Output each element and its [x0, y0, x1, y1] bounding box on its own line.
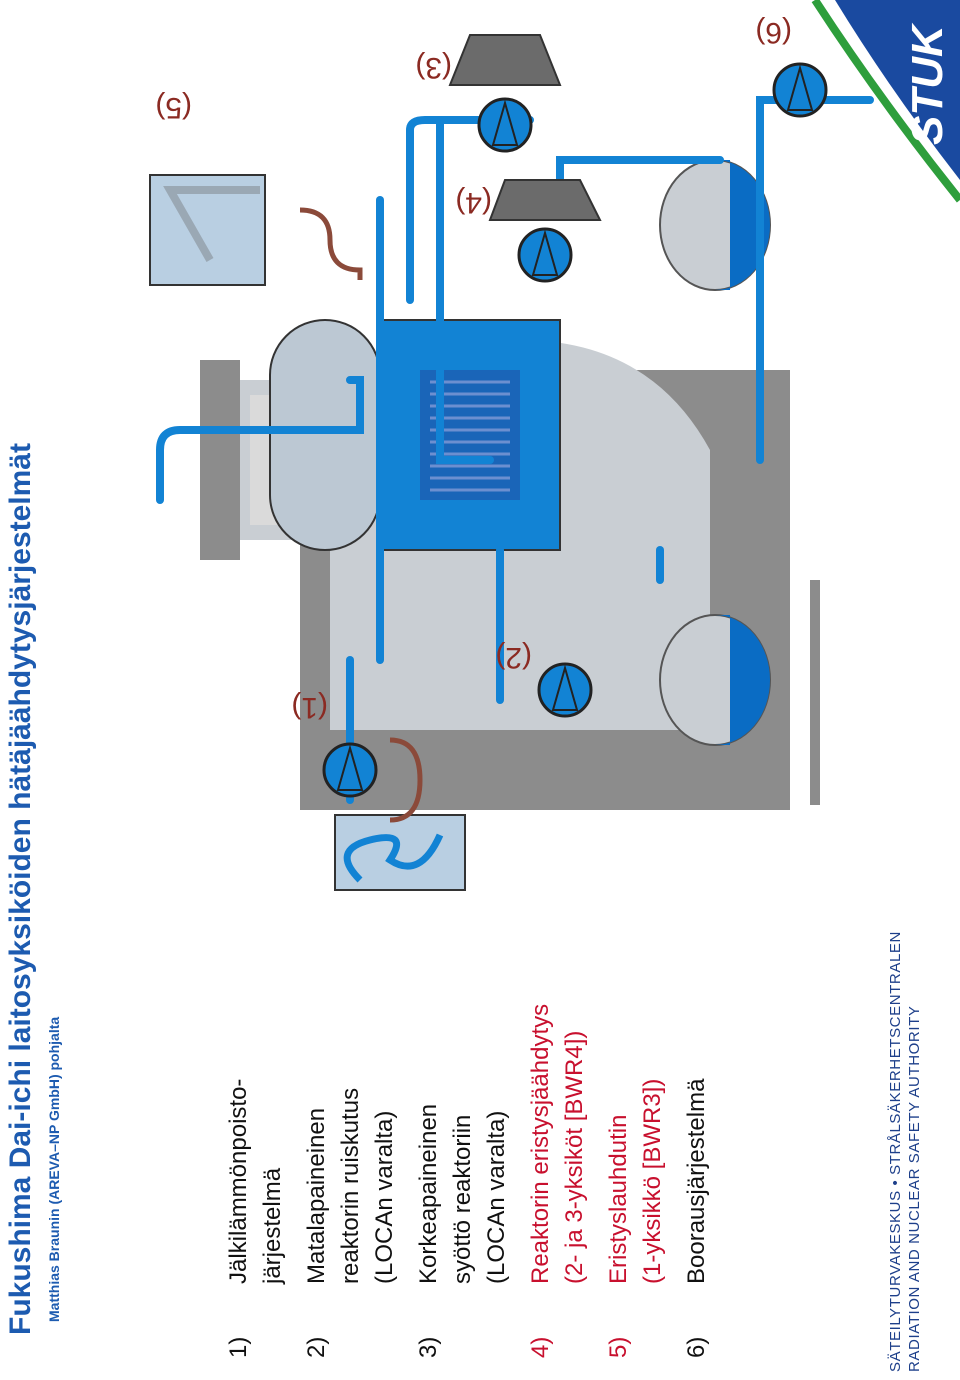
turbine-4	[488, 179, 602, 221]
label-5: (5)	[155, 91, 192, 124]
pump-4	[517, 227, 573, 283]
heat-exchanger	[334, 814, 466, 891]
pump-2	[537, 662, 593, 718]
label-2: (2)	[495, 641, 532, 674]
label-3: (3)	[415, 51, 452, 84]
pump-6	[772, 62, 828, 118]
flow-arrows	[299, 207, 423, 823]
isolation-condenser	[149, 174, 266, 286]
stuk-logo: STUK	[811, 0, 960, 203]
label-1: (1)	[291, 691, 328, 724]
label-6: (6)	[755, 16, 792, 49]
turbine-3	[448, 34, 562, 86]
pump-1	[322, 742, 378, 798]
reactor-vessel	[269, 319, 561, 551]
label-4: (4)	[455, 186, 492, 219]
pump-3	[477, 97, 533, 153]
stuk-logo-text: STUK	[903, 22, 952, 145]
